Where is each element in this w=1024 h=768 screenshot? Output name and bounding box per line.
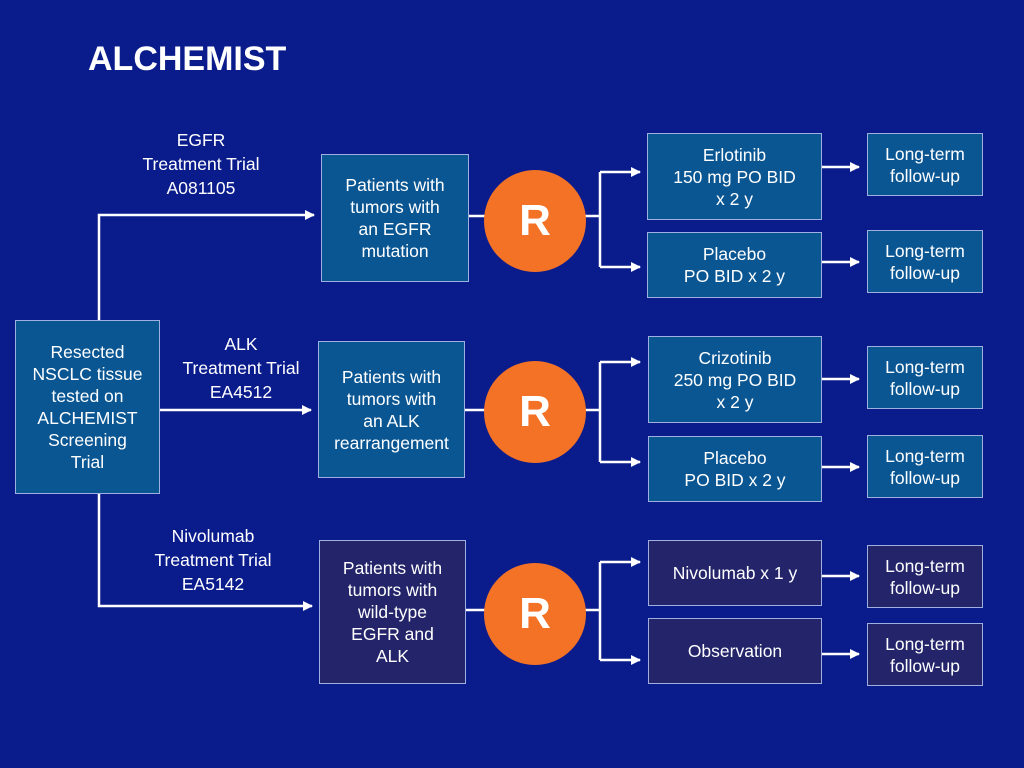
- randomization-circle-nivolumab: R: [484, 563, 586, 665]
- arm-box-nivolumab: Nivolumab x 1 y: [648, 540, 822, 606]
- population-box-alk: Patients with tumors with an ALK rearran…: [318, 341, 465, 478]
- randomization-circle-alk: R: [484, 361, 586, 463]
- population-box-egfr: Patients with tumors with an EGFR mutati…: [321, 154, 469, 282]
- trial-label-egfr: EGFR Treatment Trial A081105: [142, 130, 260, 198]
- trial-label-alk: ALK Treatment Trial EA4512: [182, 334, 300, 402]
- arm-box-observation: Observation: [648, 618, 822, 684]
- connector-screening-nivolumab: [97, 494, 313, 611]
- followup-box-observation: Long-term follow-up: [867, 623, 983, 686]
- followup-box-crizotinib: Long-term follow-up: [867, 346, 983, 409]
- screening-box: Resected NSCLC tissue tested on ALCHEMIS…: [15, 320, 160, 494]
- arm-box-erlotinib: Erlotinib 150 mg PO BID x 2 y: [647, 133, 822, 220]
- followup-box-placebo-alk: Long-term follow-up: [867, 435, 983, 498]
- arm-box-crizotinib: Crizotinib 250 mg PO BID x 2 y: [648, 336, 822, 423]
- randomization-circle-egfr: R: [484, 170, 586, 272]
- population-box-nivolumab: Patients with tumors with wild-type EGFR…: [319, 540, 466, 684]
- arm-box-placebo-alk: Placebo PO BID x 2 y: [648, 436, 822, 502]
- page-title: ALCHEMIST: [88, 40, 287, 78]
- trial-label-nivolumab: Nivolumab Treatment Trial EA5142: [154, 526, 272, 594]
- followup-box-nivolumab: Long-term follow-up: [867, 545, 983, 608]
- arm-box-placebo-egfr: Placebo PO BID x 2 y: [647, 232, 822, 298]
- followup-box-placebo-egfr: Long-term follow-up: [867, 230, 983, 293]
- followup-box-erlotinib: Long-term follow-up: [867, 133, 983, 196]
- connector-screening-egfr: [97, 210, 315, 320]
